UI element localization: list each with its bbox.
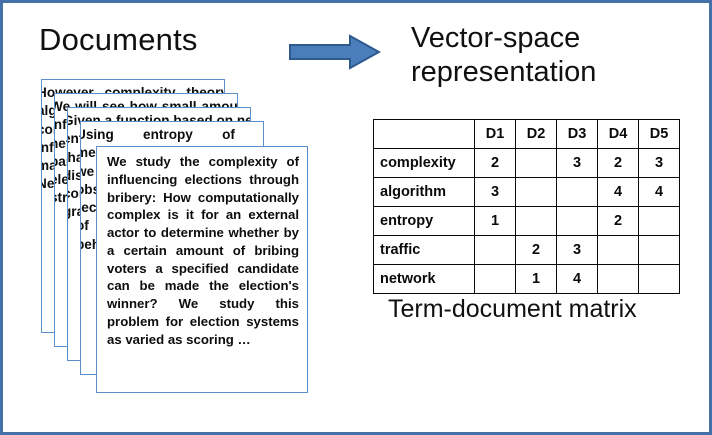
cell-network-d2: 1 xyxy=(515,264,557,294)
table-row: complexity 2 3 2 3 xyxy=(373,148,680,178)
matrix-caption: Term-document matrix xyxy=(388,295,637,323)
cell-complexity-d2 xyxy=(515,148,557,178)
cell-traffic-d4 xyxy=(597,235,639,265)
term-document-matrix: D1 D2 D3 D4 D5 complexity 2 3 2 3 algori… xyxy=(373,119,680,294)
document-card-5-text: We study the complexity of influencing e… xyxy=(107,154,299,347)
cell-complexity-d4: 2 xyxy=(597,148,639,178)
cell-traffic-d5 xyxy=(638,235,680,265)
row-header-complexity: complexity xyxy=(373,148,475,178)
vector-space-title-line1: Vector-space xyxy=(411,22,581,54)
column-header-d2: D2 xyxy=(515,119,557,149)
cell-network-d5 xyxy=(638,264,680,294)
row-header-traffic: traffic xyxy=(373,235,475,265)
cell-network-d1 xyxy=(474,264,516,294)
right-arrow-icon xyxy=(289,34,381,70)
cell-algorithm-d3 xyxy=(556,177,598,207)
row-header-network: network xyxy=(373,264,475,294)
table-row: network 1 4 xyxy=(373,264,680,294)
cell-traffic-d2: 2 xyxy=(515,235,557,265)
vector-space-title-line2: representation xyxy=(411,56,597,89)
documents-title: Documents xyxy=(39,22,198,57)
row-header-algorithm: algorithm xyxy=(373,177,475,207)
cell-network-d4 xyxy=(597,264,639,294)
document-card-5[interactable]: We study the complexity of influencing e… xyxy=(96,146,308,393)
cell-entropy-d3 xyxy=(556,206,598,236)
cell-traffic-d3: 3 xyxy=(556,235,598,265)
table-corner-cell xyxy=(373,119,475,149)
cell-network-d3: 4 xyxy=(556,264,598,294)
table-row: algorithm 3 4 4 xyxy=(373,177,680,207)
cell-entropy-d1: 1 xyxy=(474,206,516,236)
table-row: traffic 2 3 xyxy=(373,235,680,265)
cell-complexity-d3: 3 xyxy=(556,148,598,178)
cell-entropy-d5 xyxy=(638,206,680,236)
column-header-d1: D1 xyxy=(474,119,516,149)
cell-entropy-d2 xyxy=(515,206,557,236)
cell-algorithm-d4: 4 xyxy=(597,177,639,207)
cell-algorithm-d1: 3 xyxy=(474,177,516,207)
column-header-d4: D4 xyxy=(597,119,639,149)
row-header-entropy: entropy xyxy=(373,206,475,236)
cell-complexity-d5: 3 xyxy=(638,148,680,178)
column-header-d3: D3 xyxy=(556,119,598,149)
cell-complexity-d1: 2 xyxy=(474,148,516,178)
table-header-row: D1 D2 D3 D4 D5 xyxy=(373,119,680,149)
cell-traffic-d1 xyxy=(474,235,516,265)
vector-space-title: Vector-space representation xyxy=(411,21,701,89)
cell-algorithm-d2 xyxy=(515,177,557,207)
cell-algorithm-d5: 4 xyxy=(638,177,680,207)
column-header-d5: D5 xyxy=(638,119,680,149)
cell-entropy-d4: 2 xyxy=(597,206,639,236)
table-row: entropy 1 2 xyxy=(373,206,680,236)
